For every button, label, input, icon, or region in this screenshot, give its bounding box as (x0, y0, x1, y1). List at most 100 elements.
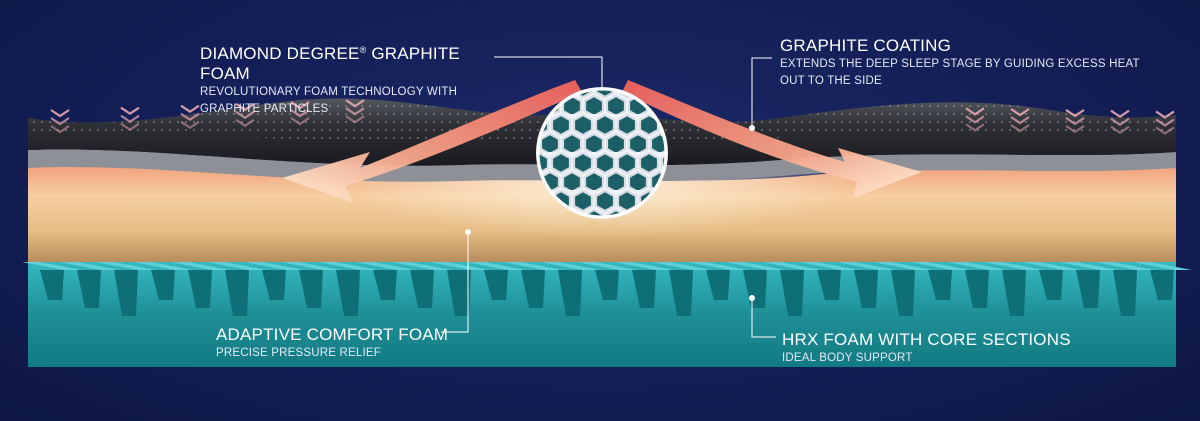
core-section-slot (1076, 270, 1100, 308)
core-section-slot (484, 270, 508, 300)
chevron-down-icon (1110, 125, 1130, 134)
core-section-ridge (355, 262, 415, 270)
core-section-slot (188, 270, 212, 308)
chevron-down-icon (345, 99, 365, 108)
chevron-down-icon (50, 125, 70, 134)
core-section-slot (521, 270, 545, 308)
core-section-ridge (1095, 262, 1155, 270)
chevron-down-icon (1155, 118, 1175, 127)
chevron-down-icon (290, 117, 310, 126)
chevron-down-icon (120, 114, 140, 123)
chevron-down-icon (1010, 124, 1030, 133)
core-section-ridge (96, 262, 156, 270)
core-section-ridge (836, 262, 896, 270)
core-section-ridge (503, 262, 563, 270)
callout-subtitle: IDEAL BODY SUPPORT (782, 352, 913, 364)
chevron-down-icon (290, 101, 310, 110)
callout-graphite-coating: GRAPHITE COATING EXTENDS THE DEEP SLEEP … (780, 36, 1140, 90)
hexagon-graphite-icon (536, 87, 668, 219)
core-section-slot (336, 270, 360, 316)
callout-title: ADAPTIVE COMFORT FOAM (216, 325, 449, 344)
callout-diamond-degree-graphite-foam: DIAMOND DEGREE® GRAPHITE FOAM REVOLUTION… (200, 40, 500, 118)
core-section-slot (854, 270, 878, 308)
core-section-ridge (1132, 262, 1192, 270)
core-section-ridge (614, 262, 674, 270)
core-section-ridge (873, 262, 933, 270)
core-section-slot (225, 270, 249, 316)
callout-adaptive-comfort-foam: ADAPTIVE COMFORT FOAM PRECISE PRESSURE R… (216, 325, 456, 362)
chevron-down-icon (1065, 109, 1085, 118)
chevron-down-icon (1065, 117, 1085, 126)
core-section-ridge (725, 262, 785, 270)
core-section-slot (1002, 270, 1026, 316)
chevron-down-icon (1110, 109, 1130, 118)
core-section-slot (558, 270, 582, 316)
chevron-down-icon (120, 106, 140, 115)
chevron-down-icon (345, 115, 365, 124)
callout-hrx-foam: HRX FOAM WITH CORE SECTIONS IDEAL BODY S… (782, 330, 1082, 367)
core-section-slot (891, 270, 915, 316)
heat-flow-arrow-left (282, 80, 582, 202)
core-section-slot (151, 270, 175, 300)
chevron-down-icon (965, 107, 985, 116)
core-section-ridge (170, 262, 230, 270)
chevron-down-icon (965, 123, 985, 132)
core-section-ridge (651, 262, 711, 270)
chevron-down-icon (180, 120, 200, 129)
core-section-ridge (244, 262, 304, 270)
core-section-ridge (1058, 262, 1118, 270)
chevron-down-icon (345, 107, 365, 116)
core-section-slot (632, 270, 656, 308)
core-section-slot (1150, 270, 1174, 300)
callout-title: HRX FOAM WITH CORE SECTIONS (782, 330, 1071, 349)
core-section-slot (410, 270, 434, 308)
core-section-slot (595, 270, 619, 300)
chevron-down-icon (1010, 108, 1030, 117)
core-section-ridge (577, 262, 637, 270)
core-section-slot (743, 270, 767, 308)
chevron-down-icon (180, 104, 200, 113)
core-section-slot (965, 270, 989, 308)
callout-subtitle: REVOLUTIONARY FOAM TECHNOLOGY WITH GRAPH… (200, 86, 458, 115)
core-section-slot (1113, 270, 1137, 316)
core-section-ridge (281, 262, 341, 270)
core-section-slot (706, 270, 730, 300)
core-section-ridge (429, 262, 489, 270)
core-section-slot (669, 270, 693, 316)
core-section-ridge (910, 262, 970, 270)
core-section-slot (77, 270, 101, 308)
core-section-ridge (984, 262, 1044, 270)
core-section-ridge (59, 262, 119, 270)
core-section-slot (114, 270, 138, 316)
callout-title: GRAPHITE COATING (780, 36, 952, 55)
chevron-down-icon (965, 115, 985, 124)
core-section-slot (1039, 270, 1063, 300)
core-section-slot (299, 270, 323, 308)
heat-flow-arrow-right (622, 80, 922, 198)
core-section-ridge (1021, 262, 1081, 270)
callout-leader-lines (441, 56, 776, 338)
chevron-down-icon (235, 118, 255, 128)
chevron-down-icon (1010, 116, 1030, 125)
chevron-down-icon (290, 109, 310, 118)
chevron-down-icon (1110, 117, 1130, 126)
core-section-slot (373, 270, 397, 300)
chevron-down-icon (50, 109, 70, 118)
chevron-down-icon (1155, 110, 1175, 119)
core-section-ridge (318, 262, 378, 270)
core-section-slot (262, 270, 286, 300)
core-section-ridge (392, 262, 452, 270)
core-section-ridge (688, 262, 748, 270)
chevron-down-icon (1065, 125, 1085, 134)
pressure-chevrons (50, 99, 1175, 135)
core-section-slot (928, 270, 952, 300)
callout-subtitle: EXTENDS THE DEEP SLEEP STAGE BY GUIDING … (780, 58, 1140, 87)
core-section-slot (40, 270, 64, 300)
chevron-down-icon (50, 117, 70, 126)
core-section-ridge (540, 262, 600, 270)
core-section-ridge (799, 262, 859, 270)
hrx-core-sections (22, 262, 1192, 316)
core-section-ridge (762, 262, 822, 270)
chevron-down-icon (180, 112, 200, 121)
